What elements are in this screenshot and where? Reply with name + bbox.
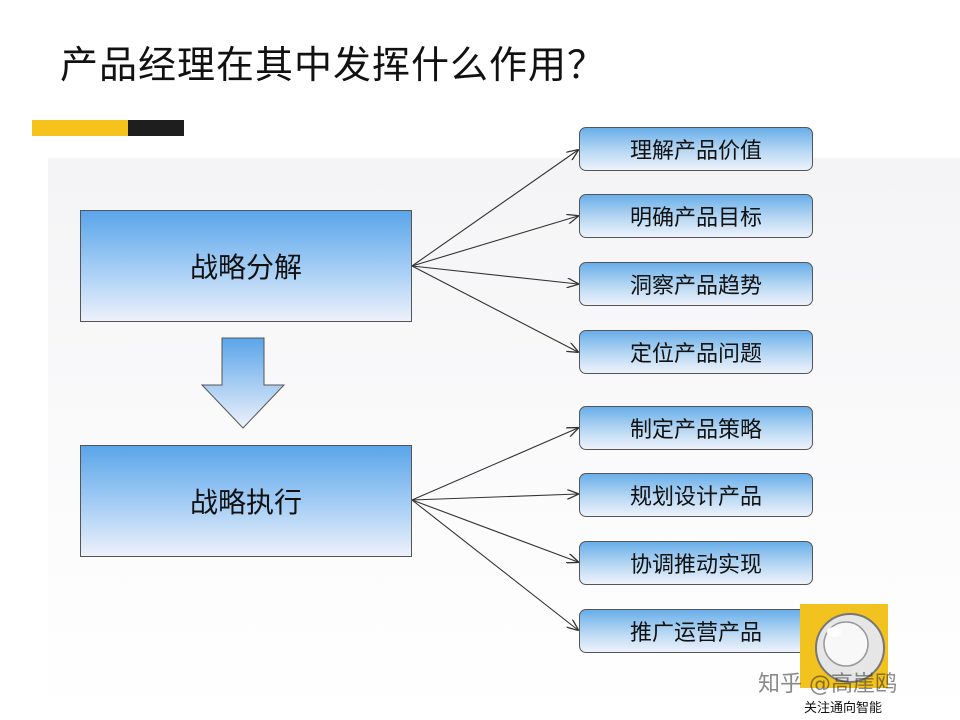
down-arrow	[200, 337, 286, 429]
connector-line	[411, 265, 578, 352]
connector-line	[411, 265, 578, 284]
role-box: 洞察产品趋势	[579, 262, 813, 306]
accent-bar-yellow	[32, 120, 128, 136]
role-box: 制定产品策略	[579, 406, 813, 450]
connector-line	[411, 494, 578, 501]
role-box: 推广运营产品	[579, 609, 813, 653]
watermark-subtext: 关注通向智能	[804, 701, 883, 716]
watermark-text: 知乎 @高崖鸥	[758, 672, 897, 697]
role-box: 规划设计产品	[579, 473, 813, 517]
connector-line	[411, 150, 578, 267]
role-box: 明确产品目标	[579, 194, 813, 238]
connector-line	[411, 428, 578, 501]
role-box: 协调推动实现	[579, 541, 813, 585]
role-box: 理解产品价值	[579, 127, 813, 171]
connector-lines-group-1	[411, 150, 578, 352]
watermark-photo	[800, 604, 888, 688]
page-title: 产品经理在其中发挥什么作用？	[60, 43, 607, 87]
connector-line	[411, 499, 578, 630]
connector-lines-group-2	[411, 428, 578, 630]
role-box: 定位产品问题	[579, 330, 813, 374]
helmet-icon	[815, 613, 885, 683]
connector-line	[411, 216, 578, 267]
stage-box-decomposition: 战略分解	[80, 210, 412, 322]
connector-line	[411, 499, 578, 562]
accent-bar-dark	[128, 120, 184, 136]
stage-box-execution: 战略执行	[80, 445, 412, 557]
